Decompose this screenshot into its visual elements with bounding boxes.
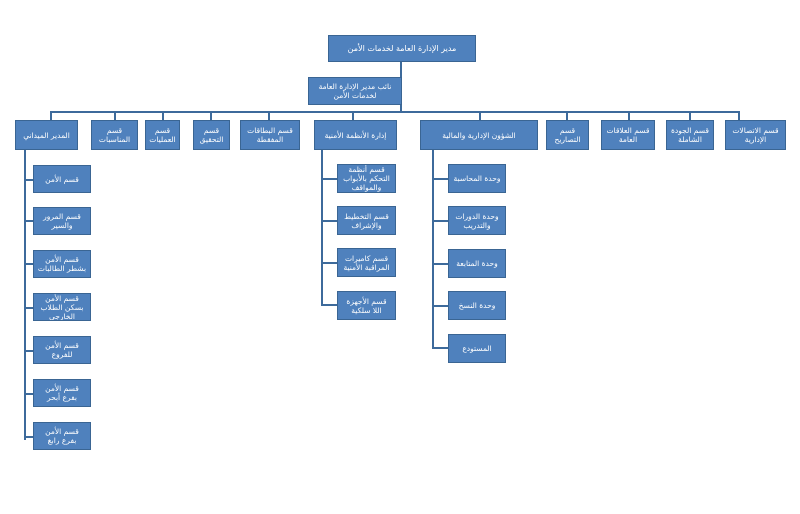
connector-drop-field (50, 111, 52, 120)
connector-drop-comms (738, 111, 740, 120)
connector-drop-permits (566, 111, 568, 120)
dept-quality: قسم الجودة الشاملة (666, 120, 714, 150)
connector-field-4 (24, 307, 33, 309)
admin-unit-box: وحدة المحاسبة (448, 164, 506, 193)
connector-admin-spine (432, 150, 434, 349)
field-unit-box: قسم الأمن بشطر الطالبات (33, 250, 91, 278)
connector-admin-5 (432, 347, 448, 349)
deputy-box: نائب مدير الإدارة العامة لخدمات الأمن (308, 77, 402, 105)
field-unit-box: قسم الأمن بفرع أبحر (33, 379, 91, 407)
security-unit-box: قسم أنظمة التحكم بالأبواب والمواقف (337, 164, 396, 193)
admin-unit-box: وحدة النسخ (448, 291, 506, 320)
connector-field-spine (24, 150, 26, 440)
connector-field-1 (24, 179, 33, 181)
connector-field-6 (24, 393, 33, 395)
connector-drop-admin (479, 111, 481, 120)
connector-security-spine (321, 150, 323, 306)
field-unit-box: قسم الأمن بفرع رابغ (33, 422, 91, 450)
connector-drop-lost-cards (268, 111, 270, 120)
root-box: مدير الإدارة العامة لخدمات الأمن (328, 35, 476, 62)
connector-security-3 (321, 262, 337, 264)
connector-admin-2 (432, 220, 448, 222)
connector-drop-events (114, 111, 116, 120)
admin-unit-box: المستودع (448, 334, 506, 363)
admin-unit-box: وحدة المتابعة (448, 249, 506, 278)
field-unit-box: قسم المرور والسير (33, 207, 91, 235)
field-unit-box: قسم الأمن (33, 165, 91, 193)
dept-admin-finance: الشؤون الإدارية والمالية (420, 120, 538, 150)
connector-admin-1 (432, 178, 448, 180)
field-unit-box: قسم الأمن للفروع (33, 336, 91, 364)
connector-drop-pr (628, 111, 630, 120)
connector-field-2 (24, 220, 33, 222)
dept-operations: قسم العمليات (145, 120, 180, 150)
connector-field-7 (24, 436, 33, 438)
security-unit-box: قسم كاميرات المراقبة الأمنية (337, 248, 396, 277)
connector-drop-security (352, 111, 354, 120)
dept-public-relations: قسم العلاقات العامة (601, 120, 655, 150)
connector-drop-quality (689, 111, 691, 120)
connector-drop-investigation (210, 111, 212, 120)
connector-admin-4 (432, 305, 448, 307)
connector-security-2 (321, 220, 337, 222)
connector-admin-3 (432, 263, 448, 265)
dept-admin-comms: قسم الاتصالات الإدارية (725, 120, 786, 150)
connector-field-5 (24, 350, 33, 352)
field-unit-box: قسم الأمن بسكن الطلاب الخارجي (33, 293, 91, 321)
connector-drop-operations (162, 111, 164, 120)
security-unit-box: قسم الأجهزة اللا سلكية (337, 291, 396, 320)
dept-events: قسم المناسبات (91, 120, 138, 150)
dept-field-manager: المدير الميداني (15, 120, 78, 150)
connector-main-bus (50, 111, 739, 113)
connector-security-1 (321, 178, 337, 180)
dept-investigation: قسم التحقيق (193, 120, 230, 150)
security-unit-box: قسم التخطيط والإشراف (337, 206, 396, 235)
dept-permits: قسم التصاريح (546, 120, 589, 150)
admin-unit-box: وحدة الدورات والتدريب (448, 206, 506, 235)
dept-lost-cards: قسم البطاقات المفقطة (240, 120, 300, 150)
connector-security-4 (321, 304, 337, 306)
dept-security-systems: إدارة الأنظمة الأمنية (314, 120, 397, 150)
connector-field-3 (24, 263, 33, 265)
